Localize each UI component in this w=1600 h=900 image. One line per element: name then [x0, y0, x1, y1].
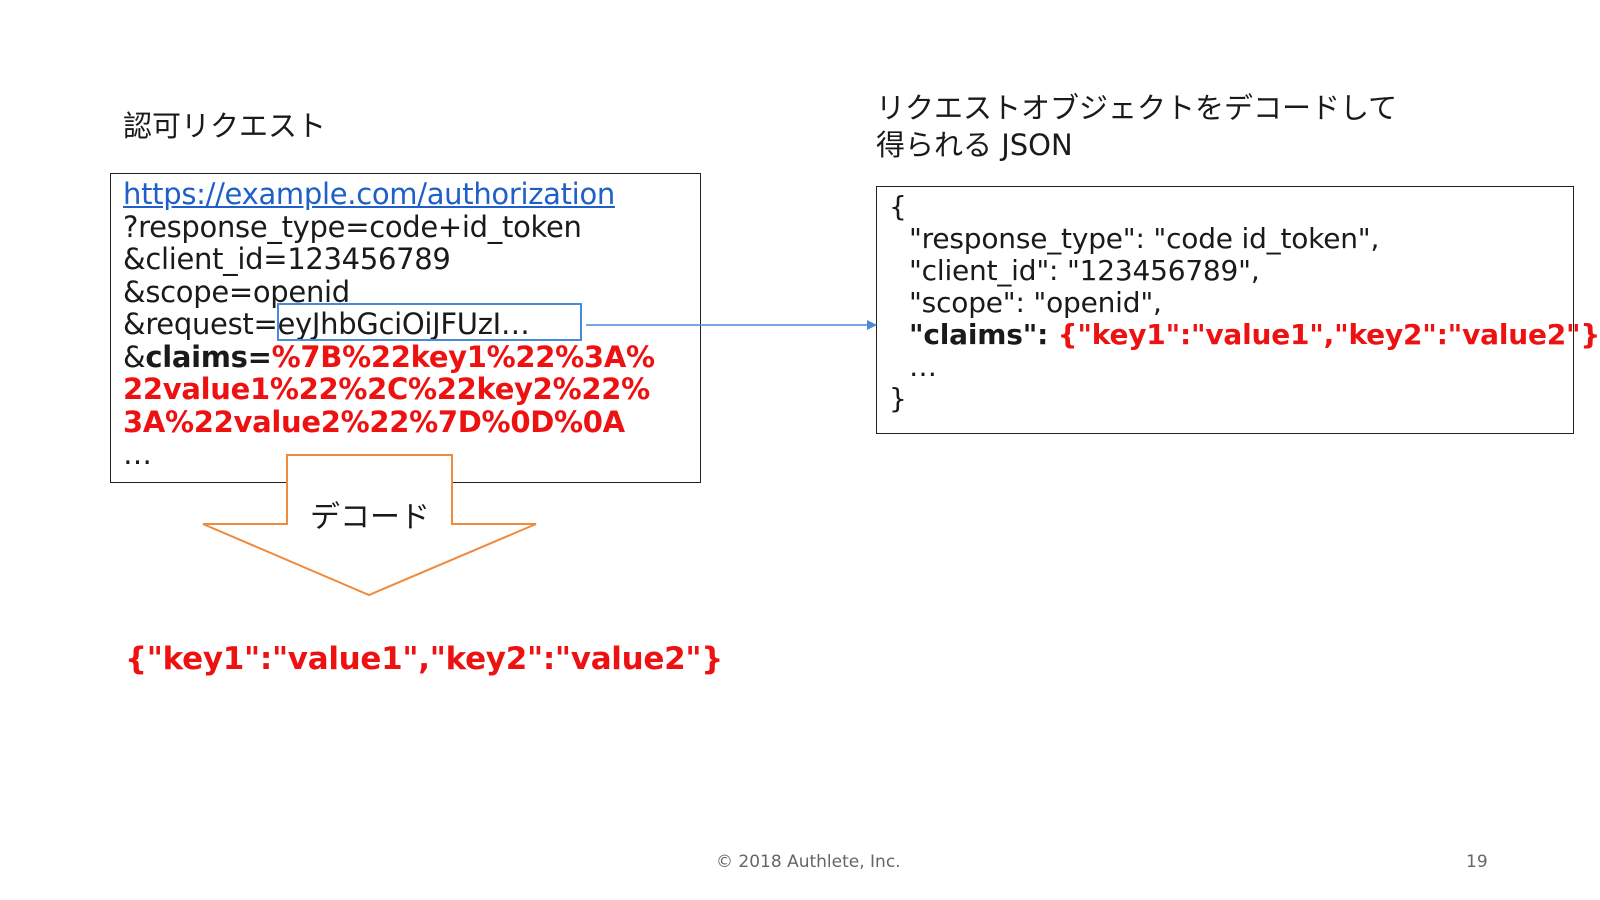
client-id-param: &client_id=123456789 [123, 242, 451, 276]
request-param-prefix: &request= [123, 307, 278, 341]
request-token-highlight-box [277, 303, 582, 341]
json-claims: "claims": {"key1":"value1","key2":"value… [889, 318, 1600, 351]
claims-ampersand: & [123, 339, 146, 374]
scope-param: &scope=openid [123, 274, 350, 309]
claims-param-value-3: 3A%22value2%22%7D%0D%0A [123, 404, 625, 439]
claims-param-value-1: %7B%22key1%22%3A% [271, 339, 655, 374]
response-type-param: ?response_type=code+id_token [123, 209, 582, 244]
decoded-claims-result: {"key1":"value1","key2":"value2"} [125, 641, 724, 677]
decoded-json-title-line1: リクエストオブジェクトをデコードして [876, 91, 1398, 125]
json-scope: "scope": "openid", [909, 286, 1162, 319]
copyright-footer: © 2018 Authlete, Inc. [716, 852, 901, 872]
json-claims-value: {"key1":"value1","key2":"value2"} [1057, 318, 1600, 351]
decoded-json-title: リクエストオブジェクトをデコードして 得られる JSON [876, 90, 1397, 164]
claims-param: &claims=%7B%22key1%22%3A% [123, 339, 700, 374]
json-open-brace: { [889, 190, 907, 223]
json-client-id: "client_id": "123456789", [909, 254, 1260, 287]
authorization-url-link[interactable]: https://example.com/authorization [123, 177, 615, 211]
json-close-brace: } [889, 382, 907, 415]
page-number: 19 [1466, 852, 1488, 872]
request-param: &request=eyJhbGciOiJFUzI… [123, 308, 700, 341]
decode-label: デコード [310, 500, 430, 535]
json-response-type: "response_type": "code id_token", [909, 222, 1380, 255]
request-object-token: eyJhbGciOiJFUzI… [277, 307, 530, 341]
decoded-json-title-line2: 得られる JSON [876, 128, 1073, 162]
json-more-ellipsis: … [909, 350, 937, 383]
claims-param-key: claims= [145, 339, 272, 374]
authorization-request-box: https://example.com/authorization ?respo… [110, 173, 701, 483]
decode-down-arrow [202, 454, 537, 597]
decoded-json-box: { "response_type": "code id_token", "cli… [876, 186, 1600, 434]
json-claims-key: "claims": [909, 318, 1058, 351]
authorization-request-title: 認可リクエスト [123, 109, 327, 143]
claims-param-value-2: 22value1%22%2C%22key2%22% [123, 372, 650, 406]
request-more-ellipsis: … [123, 437, 152, 471]
